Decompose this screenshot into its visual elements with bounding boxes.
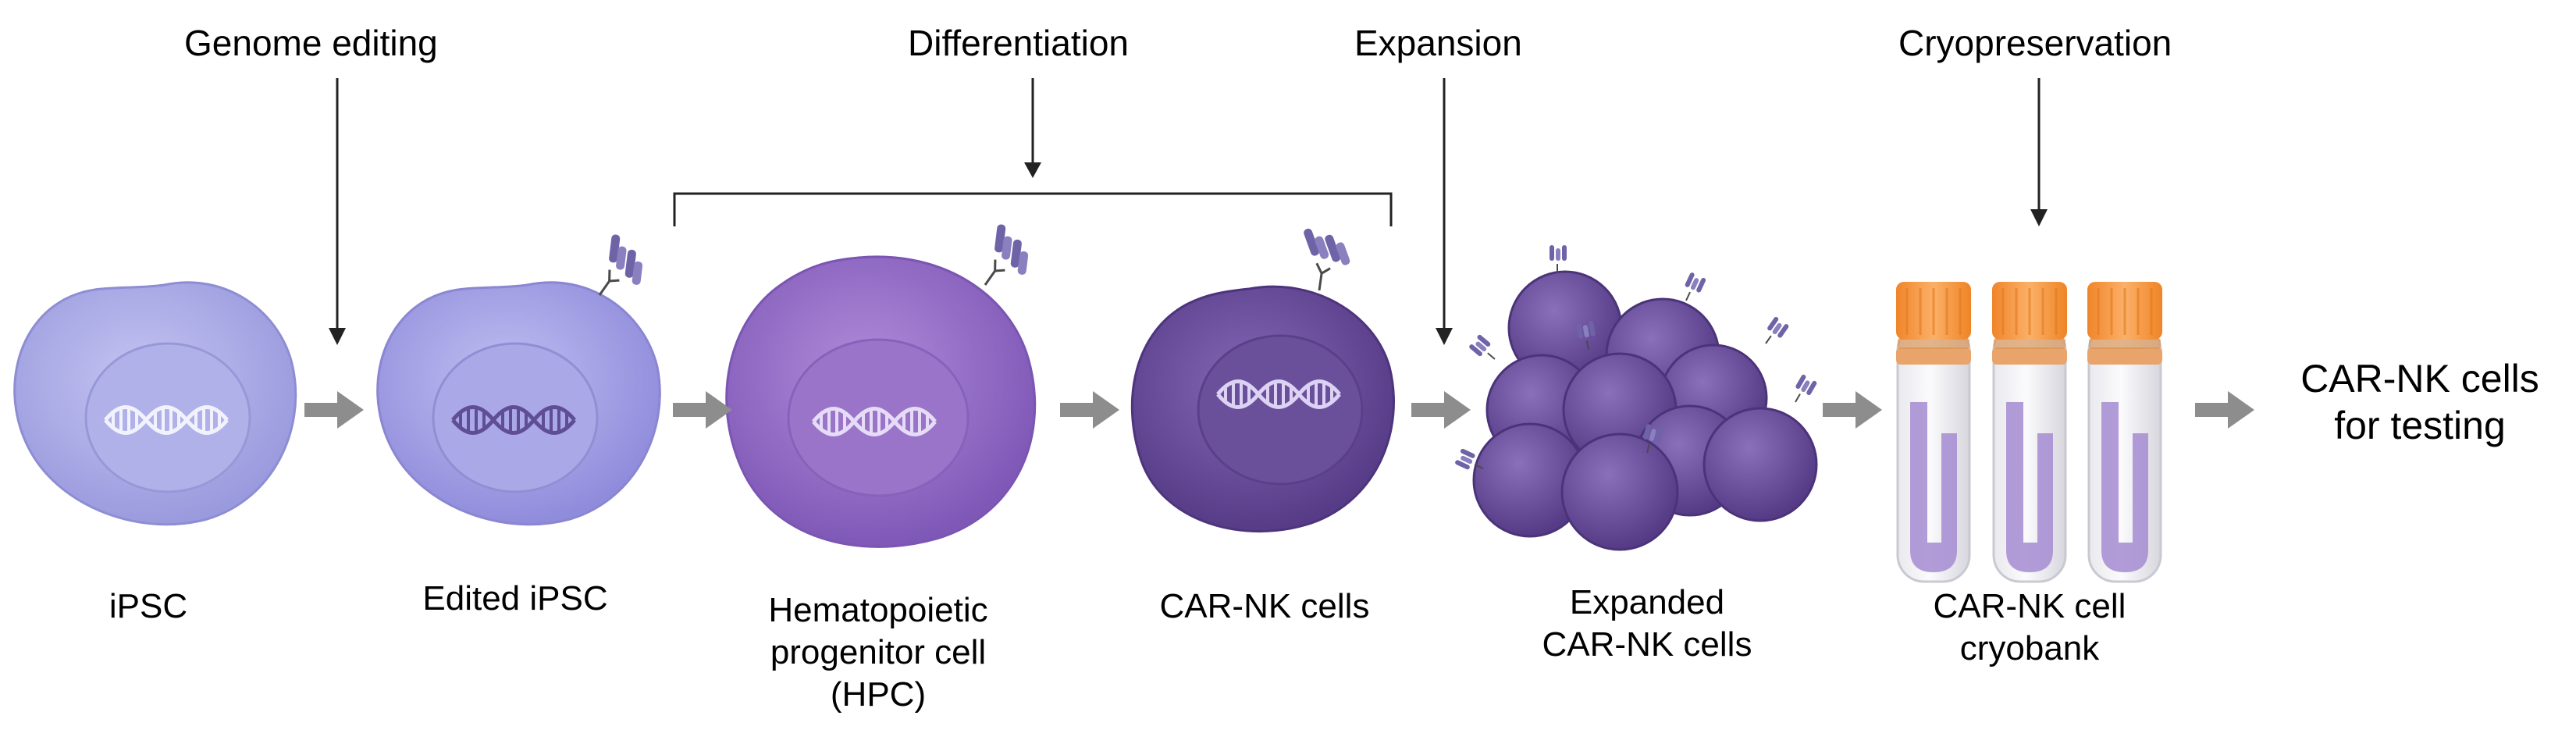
right-arrow-icon	[1823, 391, 1882, 429]
ipsc-cell-icon	[13, 281, 297, 526]
right-arrow-icon	[1411, 391, 1471, 429]
step-cryopreservation	[2030, 78, 2048, 226]
cryovial-icon	[1895, 280, 1973, 583]
right-arrow-icon	[1060, 391, 1119, 429]
expanded-car-nk-cluster-icon	[1453, 244, 1819, 551]
hpc-cell-icon	[725, 219, 1044, 548]
step-genome-editing	[329, 78, 346, 345]
label-edited-ipsc: Edited iPSC	[422, 579, 608, 618]
label-car-nk: CAR-NK cells	[1159, 587, 1370, 625]
right-arrow-icon	[304, 391, 364, 429]
cryobank-vials-icon	[1895, 280, 2164, 583]
step-expansion	[1436, 78, 1453, 345]
label-ipsc: iPSC	[109, 587, 188, 625]
label-hpc: Hematopoietic progenitor cell (HPC)	[768, 591, 988, 714]
step-label-differentiation: Differentiation	[908, 23, 1129, 63]
step-differentiation	[673, 78, 1393, 226]
car-nk-cell-icon	[1130, 225, 1395, 533]
cryovial-icon	[2086, 280, 2164, 583]
car-receptor-icon	[1293, 225, 1357, 296]
cryovial-icon	[1991, 280, 2069, 583]
label-expanded-car-nk: Expanded CAR-NK cells	[1542, 583, 1752, 664]
right-arrow-icon	[2195, 391, 2254, 429]
step-label-genome-editing: Genome editing	[184, 23, 438, 63]
edited-ipsc-cell-icon	[376, 230, 661, 526]
final-output-label: CAR-NK cells for testing	[2300, 357, 2539, 447]
label-cryobank: CAR-NK cell cryobank	[1933, 587, 2126, 667]
step-label-expansion: Expansion	[1354, 23, 1522, 63]
step-label-cryopreservation: Cryopreservation	[1898, 23, 2172, 63]
right-arrow-icon	[673, 391, 732, 429]
